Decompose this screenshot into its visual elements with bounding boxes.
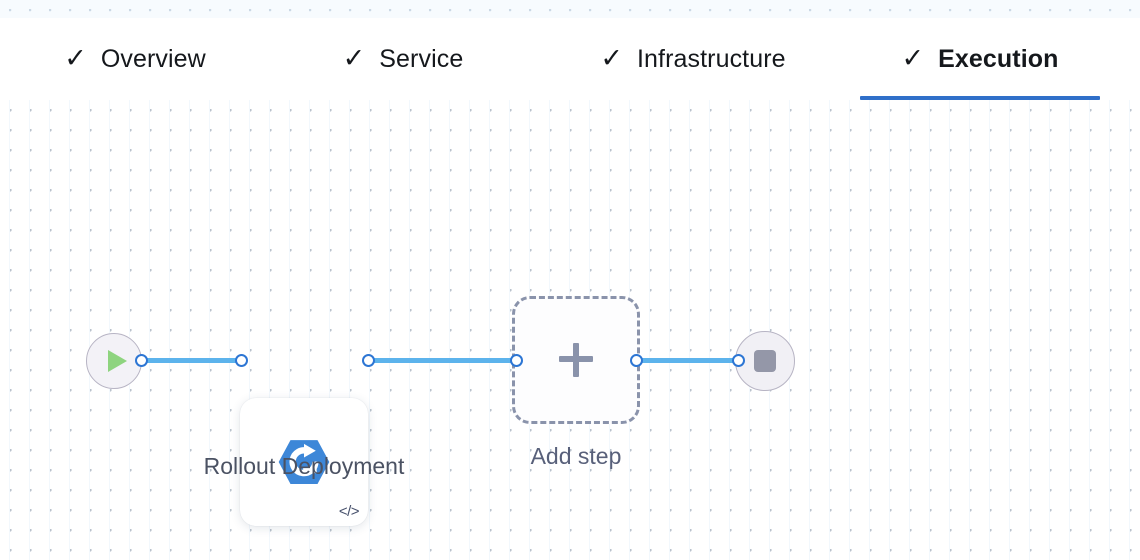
check-icon: ✓ <box>901 42 925 73</box>
edge-rollout-to-add-step <box>366 358 518 363</box>
canvas-top-strip <box>0 0 1140 18</box>
tab-infrastructure[interactable]: ✓ Infrastructure <box>558 18 828 100</box>
tab-service[interactable]: ✓ Service <box>310 18 496 100</box>
port-rollout-output[interactable] <box>362 354 375 367</box>
edge-start-to-rollout <box>140 358 244 363</box>
code-icon: </> <box>338 503 360 520</box>
check-icon: ✓ <box>600 42 623 73</box>
add-step-node[interactable] <box>512 296 640 424</box>
port-start-output[interactable] <box>135 354 148 367</box>
play-icon <box>108 350 127 372</box>
rollout-deployment-icon <box>277 435 331 489</box>
pipeline-canvas[interactable]: </> Rollout Deployment Add step <box>0 100 1140 560</box>
tab-execution[interactable]: ✓ Execution <box>860 18 1100 100</box>
port-add-step-output[interactable] <box>630 354 643 367</box>
port-end-input[interactable] <box>732 354 745 367</box>
tab-label: Overview <box>100 44 206 73</box>
tab-overview[interactable]: ✓ Overview <box>24 18 246 100</box>
add-step-label: Add step <box>530 443 622 469</box>
tab-label: Service <box>379 44 464 73</box>
pipeline-end-node[interactable] <box>735 331 795 391</box>
wizard-tab-bar: ✓ Overview ✓ Service ✓ Infrastructure ✓ … <box>0 18 1140 100</box>
tab-label: Execution <box>938 44 1059 73</box>
step-node-label-rollout-deployment: Rollout Deployment <box>203 453 405 479</box>
step-node-rollout-deployment[interactable]: </> <box>240 398 368 526</box>
check-icon: ✓ <box>64 42 87 73</box>
port-rollout-input[interactable] <box>235 354 248 367</box>
active-tab-indicator <box>860 96 1100 100</box>
port-add-step-input[interactable] <box>510 354 523 367</box>
pipeline-start-node[interactable] <box>86 333 142 389</box>
tab-label: Infrastructure <box>636 44 786 73</box>
plus-icon <box>559 343 593 377</box>
check-icon: ✓ <box>342 42 366 73</box>
edge-add-step-to-end <box>634 358 742 363</box>
stop-icon <box>754 350 776 372</box>
